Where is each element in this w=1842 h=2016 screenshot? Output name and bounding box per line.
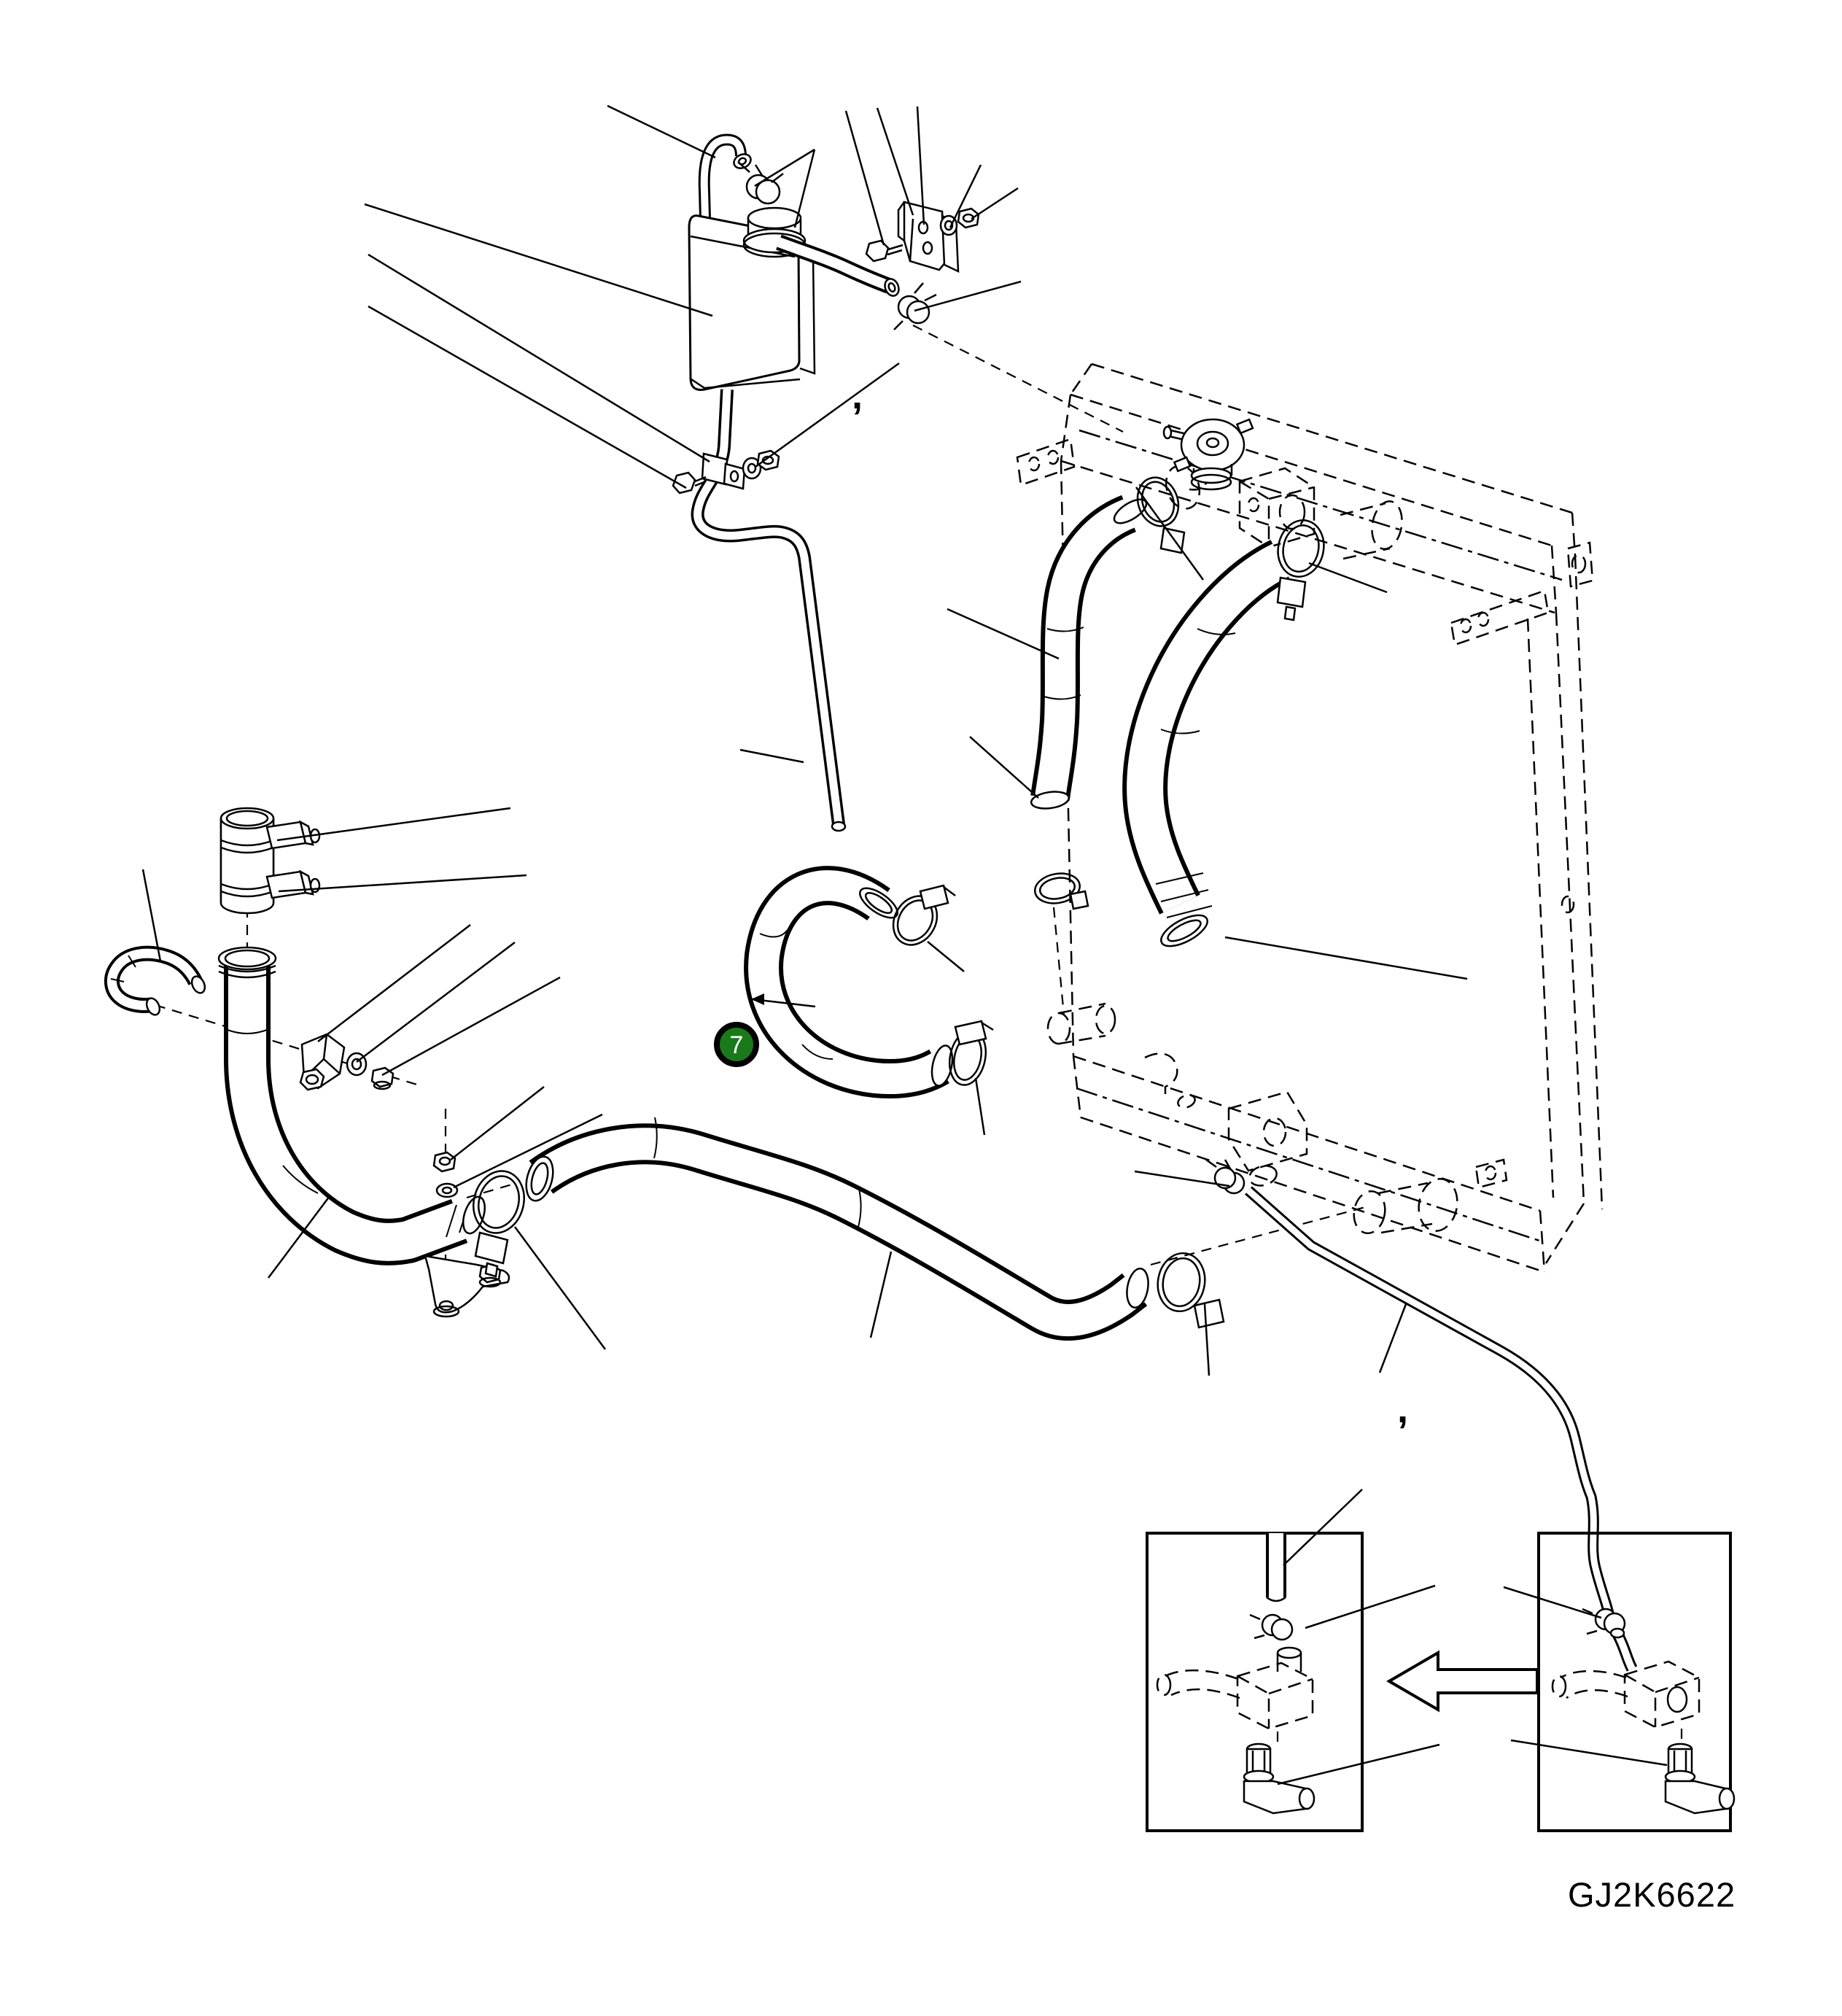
lower-hose-left-end xyxy=(525,1155,554,1202)
bracket-bolt xyxy=(865,239,903,263)
hose-end-bottom xyxy=(1030,791,1070,810)
replace-direction-arrow xyxy=(1386,1650,1539,1713)
coupler-sleeve-assembly xyxy=(219,807,321,915)
bracket-flange-nut xyxy=(370,1066,395,1090)
callout-7-badge[interactable]: 7 xyxy=(714,1022,759,1067)
radiator-top-tank xyxy=(1060,363,1577,614)
coolant-recovery-tank-assembly xyxy=(672,133,937,832)
drain-tube-end xyxy=(831,821,847,832)
outlet-hose-spring-clamp xyxy=(893,282,937,330)
footnote-comma-2: , xyxy=(1397,1387,1408,1431)
inset-left-spring-clamp xyxy=(1249,1613,1294,1641)
overflow-drain-hose xyxy=(1205,1158,1614,1615)
inset-right-elbow-fitting xyxy=(1664,1742,1736,1815)
upper-hose-right-clamp xyxy=(1276,519,1325,621)
hose-end-lower xyxy=(1160,914,1208,947)
cap-top xyxy=(1180,418,1246,472)
radiator-top-centerline xyxy=(1079,429,1563,581)
radiator-right-inlet-neck xyxy=(1340,500,1403,560)
inset-left-tee-block xyxy=(1156,1646,1314,1730)
tube-stamped-bracket xyxy=(299,1033,346,1091)
callout-number: 7 xyxy=(730,1031,744,1059)
overflow-hose-spring-clamp xyxy=(1205,1158,1246,1195)
u-hose-end-2 xyxy=(145,997,161,1016)
radiator-right-bracket-tab xyxy=(1450,589,1550,646)
bracket-nut xyxy=(957,207,980,229)
leader-arrowhead xyxy=(751,993,764,1005)
bypass-hose-clamp-bottom xyxy=(948,1020,994,1086)
radiator-bottom-centerline xyxy=(1076,1087,1542,1243)
u-shaped-hose xyxy=(104,945,206,1016)
radiator-outline xyxy=(1016,363,1604,1273)
upper-radiator-hose-left xyxy=(1030,476,1186,910)
bypass-hose-top-end xyxy=(859,887,898,919)
bypass-hose xyxy=(744,866,994,1099)
radiator-cap xyxy=(1162,418,1254,491)
lower-hose-clamp-right xyxy=(1157,1252,1225,1329)
radiator-bottom-fittings xyxy=(1144,1052,1458,1235)
vent-tube-open-end xyxy=(733,153,752,169)
radiator-block-fitting xyxy=(1238,467,1316,548)
u-hose-end-1 xyxy=(190,975,206,994)
upper-hose-left-clamp-bottom xyxy=(1034,872,1089,910)
radiator-side-tabs xyxy=(1474,541,1594,1189)
inset-box-left xyxy=(1146,1532,1364,1832)
radiator-lower-left-outlet xyxy=(1046,1002,1116,1045)
upper-radiator-hose-right xyxy=(1122,519,1325,947)
stamped-bracket-bolt xyxy=(299,1068,325,1091)
bypass-hose-bottom-end xyxy=(930,1044,954,1087)
inset-box-right xyxy=(1537,1532,1736,1832)
tube-mount-washer xyxy=(435,1182,459,1198)
callout-circle[interactable] xyxy=(714,1022,759,1067)
inset-left-elbow-fitting xyxy=(1243,1742,1316,1815)
explosion-axis-lines xyxy=(155,325,1369,1297)
drain-clamp-bolt xyxy=(672,471,707,495)
leader-lines xyxy=(141,104,1668,1786)
footnote-comma-1: , xyxy=(852,373,863,417)
cap-overflow-nipple xyxy=(1162,425,1173,440)
metal-elbow-tube-assembly xyxy=(217,946,510,1318)
inset-left-frame xyxy=(1146,1532,1364,1832)
coupler-clamp-lower xyxy=(265,869,321,899)
outlet-hose-end xyxy=(884,278,900,297)
hose-bellows-ribs xyxy=(1155,872,1213,918)
lower-hose-clamp-left xyxy=(473,1170,525,1278)
radiator-left-bracket-tab xyxy=(1016,438,1076,486)
drain-clamp-washer xyxy=(742,457,762,480)
figure-code: GJ2K6622 xyxy=(1568,1875,1736,1914)
tube-mount-nut xyxy=(432,1151,456,1173)
inset-right-tee-block xyxy=(1551,1660,1701,1729)
tank-mounting-bracket xyxy=(865,201,980,274)
drain-clamp-nut xyxy=(756,449,780,471)
bypass-hose-clamp-top xyxy=(892,884,956,946)
lower-hose-right-end xyxy=(1126,1268,1149,1309)
lower-radiator-hose xyxy=(473,1117,1225,1341)
